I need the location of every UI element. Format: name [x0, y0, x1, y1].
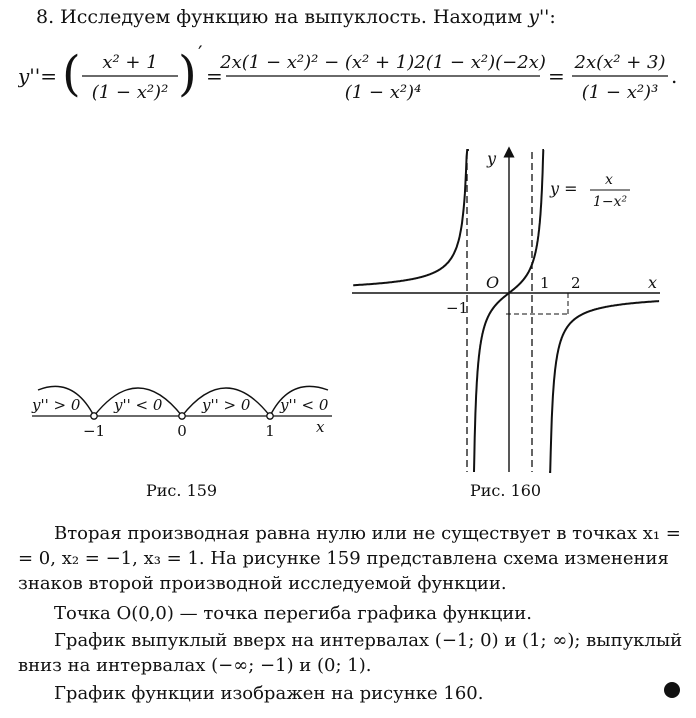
- paragraph-graph-ref: График функции изображен на рисунке 160.: [54, 683, 484, 704]
- formula-open-paren: (: [62, 46, 81, 102]
- fig159-arc-2: [93, 387, 183, 417]
- fig159-sign-2: y'' < 0: [113, 396, 163, 414]
- fig160-tick-2: 2: [571, 274, 581, 292]
- fig159-sign-3: y'' > 0: [201, 396, 251, 414]
- formula-frac2-denominator: (1 − x²)⁴: [345, 82, 422, 103]
- end-of-proof-marker: [664, 682, 680, 698]
- formula-frac2-numerator: 2x(1 − x²)² − (x² + 1)2(1 − x²)(−2x): [219, 52, 546, 73]
- fig160-curve-left-branch: [353, 149, 469, 287]
- fig159-tick-1: 1: [265, 422, 275, 440]
- fig160-y-label: y: [486, 149, 497, 168]
- fig159-sign-1: y'' > 0: [31, 396, 81, 414]
- formula-eq2: =: [548, 64, 565, 88]
- fig159-arc-4: [269, 385, 329, 417]
- fig160-func-lhs: y =: [549, 179, 578, 198]
- fig159-tick-0: 0: [177, 422, 187, 440]
- formula-frac3-denominator: (1 − x²)³: [582, 82, 659, 103]
- paragraph-convexity: График выпуклый вверх на интервалах (−1;…: [18, 630, 683, 676]
- formula-lhs: y''=: [18, 64, 57, 88]
- fig159-axis-label: x: [316, 418, 325, 436]
- formula-inner-numerator: x² + 1: [102, 52, 157, 73]
- formula-inner-denominator: (1 − x²)²: [92, 82, 169, 103]
- fig159-tick-neg1: −1: [83, 422, 105, 440]
- fig160-func-denominator: 1−x²: [593, 194, 628, 210]
- fig159-caption: Рис. 159: [146, 481, 218, 500]
- formula-eq1: =: [206, 64, 223, 88]
- formula-prime: ′: [198, 44, 203, 65]
- paragraph-inflection: Точка O(0,0) — точка перегиба графика фу…: [54, 603, 532, 624]
- fig160-x-label: x: [648, 273, 657, 292]
- fig159-point-neg1: [90, 412, 98, 420]
- fig160-origin-label: O: [486, 273, 499, 292]
- paragraph-zeros: Вторая производная равна нулю или не сущ…: [18, 523, 681, 594]
- fig160-curve-middle-branch: [473, 149, 545, 473]
- formula-frac3-numerator: 2x(x² + 3): [574, 52, 666, 73]
- fig160-curve-right-branch: [549, 300, 660, 473]
- fig160-caption: Рис. 160: [470, 481, 542, 500]
- heading-colon: :: [549, 6, 556, 28]
- section-heading: 8. Исследуем функцию на выпуклость. Нахо…: [36, 6, 556, 28]
- heading-text: 8. Исследуем функцию на выпуклость. Нахо…: [36, 6, 529, 28]
- fig160-tick-neg1: −1: [446, 299, 468, 317]
- fig159-arc-3: [181, 387, 271, 417]
- second-derivative-formula: y''= ( x² + 1 (1 − x²)² ) ′ = 2x(1 − x²)…: [18, 44, 677, 103]
- formula-close-paren: ): [178, 46, 197, 102]
- fig159-sign-4: y'' < 0: [279, 396, 329, 414]
- formula-period: .: [671, 64, 677, 88]
- fig160-graph: y x O −1 1 2 y = x 1−x²: [352, 146, 660, 473]
- heading-symbol: y'': [528, 6, 550, 28]
- fig159-point-1: [266, 412, 274, 420]
- fig159-sign-scheme: y'' > 0 y'' < 0 y'' > 0 y'' < 0 −1 0 1 x: [31, 385, 332, 440]
- fig160-tick-1: 1: [540, 274, 550, 292]
- fig160-func-numerator: x: [605, 172, 613, 188]
- fig159-arc-1: [37, 385, 95, 417]
- fig159-point-0: [178, 412, 186, 420]
